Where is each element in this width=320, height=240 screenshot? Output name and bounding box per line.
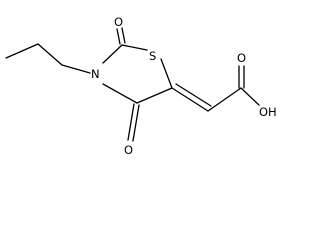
bond-c4-o-double-a — [127, 103, 135, 141]
chemical-structure-diagram: O S N O O OH — [5, 15, 277, 157]
bond-ch-cooh — [207, 87, 242, 112]
structure-canvas: O S N O O OH — [5, 15, 277, 157]
bond-c2-o-double-a — [116, 28, 121, 45]
bond-n-c2 — [102, 44, 123, 64]
atom-label-o-top: O — [114, 15, 123, 29]
bond-c5-c4 — [136, 87, 173, 104]
atom-label-acid-o: O — [237, 51, 246, 65]
bond-s-c5 — [160, 58, 173, 89]
atom-label-s: S — [149, 49, 156, 63]
bond-c2-o-double-b — [121, 27, 126, 44]
bond-c4-o-double-b — [132, 104, 140, 142]
bond-c4-n — [102, 83, 138, 104]
bond-c2-s — [121, 44, 148, 51]
bond-propyl-ch2-n — [61, 64, 91, 74]
atom-label-o-bottom: O — [124, 143, 133, 157]
bond-c5-ch-b — [175, 83, 212, 107]
bond-c5-ch-a — [171, 87, 209, 112]
atom-label-n: N — [91, 67, 100, 81]
bond-propyl-ch2-ch2 — [37, 43, 63, 66]
atom-label-oh: OH — [259, 105, 277, 119]
bond-cooh-oh — [240, 87, 260, 106]
bond-propyl-ch3-ch2 — [5, 43, 39, 59]
